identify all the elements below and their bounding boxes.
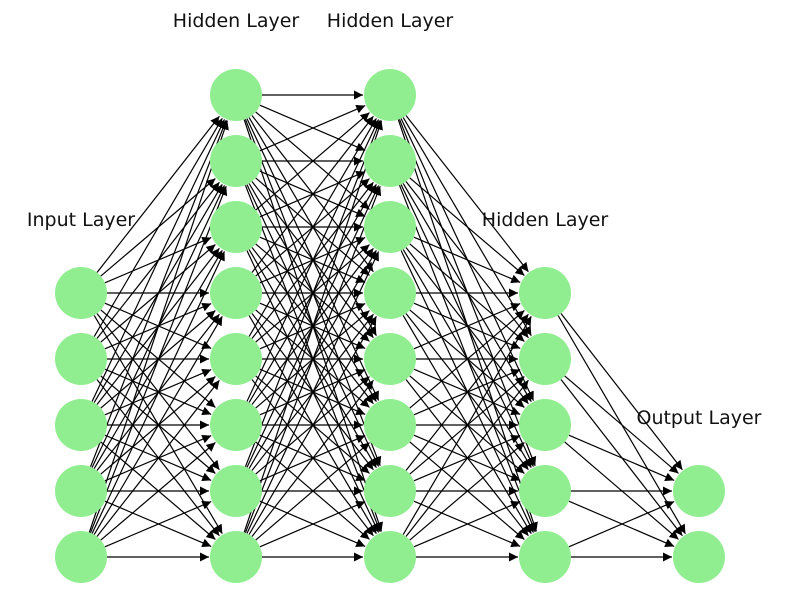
- edge-l1n4-l2n0: [248, 117, 377, 337]
- edge-l1n7-l2n5: [255, 442, 370, 541]
- neuron-layer1-node3: [210, 267, 262, 319]
- edge-l0n2-l1n0: [91, 119, 226, 402]
- layer-label-hidden-1: Hidden Layer: [173, 10, 300, 32]
- edge-l3n4-l4n0: [568, 501, 675, 548]
- edge-l2n7-l3n3: [413, 500, 521, 548]
- edge-l2n7-l3n0: [402, 315, 532, 535]
- neuron-layer2-node6: [364, 465, 416, 517]
- layer-label-hidden-2: Hidden Layer: [327, 10, 454, 32]
- edge-l1n7-l2n3: [248, 315, 377, 535]
- edge-l3n1-l4n0: [564, 375, 679, 474]
- neuron-layer4-node0: [673, 465, 725, 517]
- edge-l0n4-l1n6: [104, 500, 212, 548]
- edge-l2n6-l3n0: [405, 313, 529, 471]
- connections: [88, 90, 686, 562]
- edge-l0n4-l1n0: [88, 120, 229, 533]
- edge-l1n3-l2n0: [251, 115, 374, 273]
- edge-l3n2-l4n0: [568, 434, 675, 481]
- edge-l1n2-l2n0: [255, 112, 370, 211]
- edge-l2n5-l3n0: [409, 310, 525, 409]
- neuron-layer0-node4: [55, 531, 107, 583]
- edge-l0n4-l1n1: [89, 185, 228, 534]
- neuron-layer0-node3: [55, 465, 107, 517]
- neuron-layer2-node7: [364, 531, 416, 583]
- edge-l2n0-l3n0: [405, 115, 529, 273]
- neuron-layer2-node2: [364, 201, 416, 253]
- neuron-layer3-node2: [519, 399, 571, 451]
- neuron-layer2-node0: [364, 69, 416, 121]
- edge-l0n3-l1n0: [89, 119, 228, 468]
- edge-l0n4-l1n5: [100, 442, 216, 541]
- neuron-layer1-node2: [210, 201, 262, 253]
- edge-l0n0-l1n0: [96, 115, 220, 273]
- edge-l1n7-l2n0: [243, 120, 383, 533]
- neuron-layer3-node4: [519, 531, 571, 583]
- edge-l2n2-l3n0: [413, 236, 521, 284]
- edge-l3n0-l4n0: [560, 313, 683, 471]
- layer-labels: Input Layer Hidden Layer Hidden Layer Hi…: [27, 10, 762, 429]
- neuron-layer2-node3: [364, 267, 416, 319]
- layer-label-input: Input Layer: [27, 209, 135, 231]
- neurons: [55, 69, 725, 583]
- edge-l1n7-l2n1: [244, 185, 382, 534]
- neuron-layer2-node5: [364, 399, 416, 451]
- edge-l0n1-l1n0: [93, 117, 223, 337]
- neuron-layer4-node1: [673, 531, 725, 583]
- neuron-layer0-node0: [55, 267, 107, 319]
- layer-label-output: Output Layer: [636, 407, 761, 429]
- neuron-layer1-node7: [210, 531, 262, 583]
- neuron-layer2-node1: [364, 135, 416, 187]
- edge-l1n6-l2n0: [244, 119, 382, 468]
- neuron-layer0-node1: [55, 333, 107, 385]
- neuron-layer1-node0: [210, 69, 262, 121]
- edge-l2n7-l3n1: [405, 379, 529, 537]
- edge-l0n4-l1n4: [96, 379, 220, 537]
- neuron-layer1-node6: [210, 465, 262, 517]
- edge-l2n7-l3n2: [409, 442, 525, 541]
- edge-l0n4-l1n3: [93, 315, 223, 535]
- edge-l1n7-l2n2: [246, 251, 380, 534]
- neuron-layer1-node5: [210, 399, 262, 451]
- edge-l2n4-l3n0: [413, 302, 521, 350]
- layer-label-hidden-3: Hidden Layer: [482, 209, 609, 231]
- edge-l1n7-l2n6: [259, 501, 366, 548]
- neuron-layer3-node0: [519, 267, 571, 319]
- neuron-layer2-node4: [364, 333, 416, 385]
- edge-l1n5-l2n0: [246, 119, 380, 402]
- edge-l2n1-l3n0: [409, 177, 525, 276]
- neuron-layer3-node3: [519, 465, 571, 517]
- neuron-layer1-node1: [210, 135, 262, 187]
- edge-l1n7-l2n4: [251, 379, 374, 537]
- edge-l0n4-l1n2: [91, 251, 226, 534]
- edge-l1n1-l2n0: [259, 105, 366, 152]
- neuron-layer3-node1: [519, 333, 571, 385]
- neuron-layer1-node4: [210, 333, 262, 385]
- neuron-layer0-node2: [55, 399, 107, 451]
